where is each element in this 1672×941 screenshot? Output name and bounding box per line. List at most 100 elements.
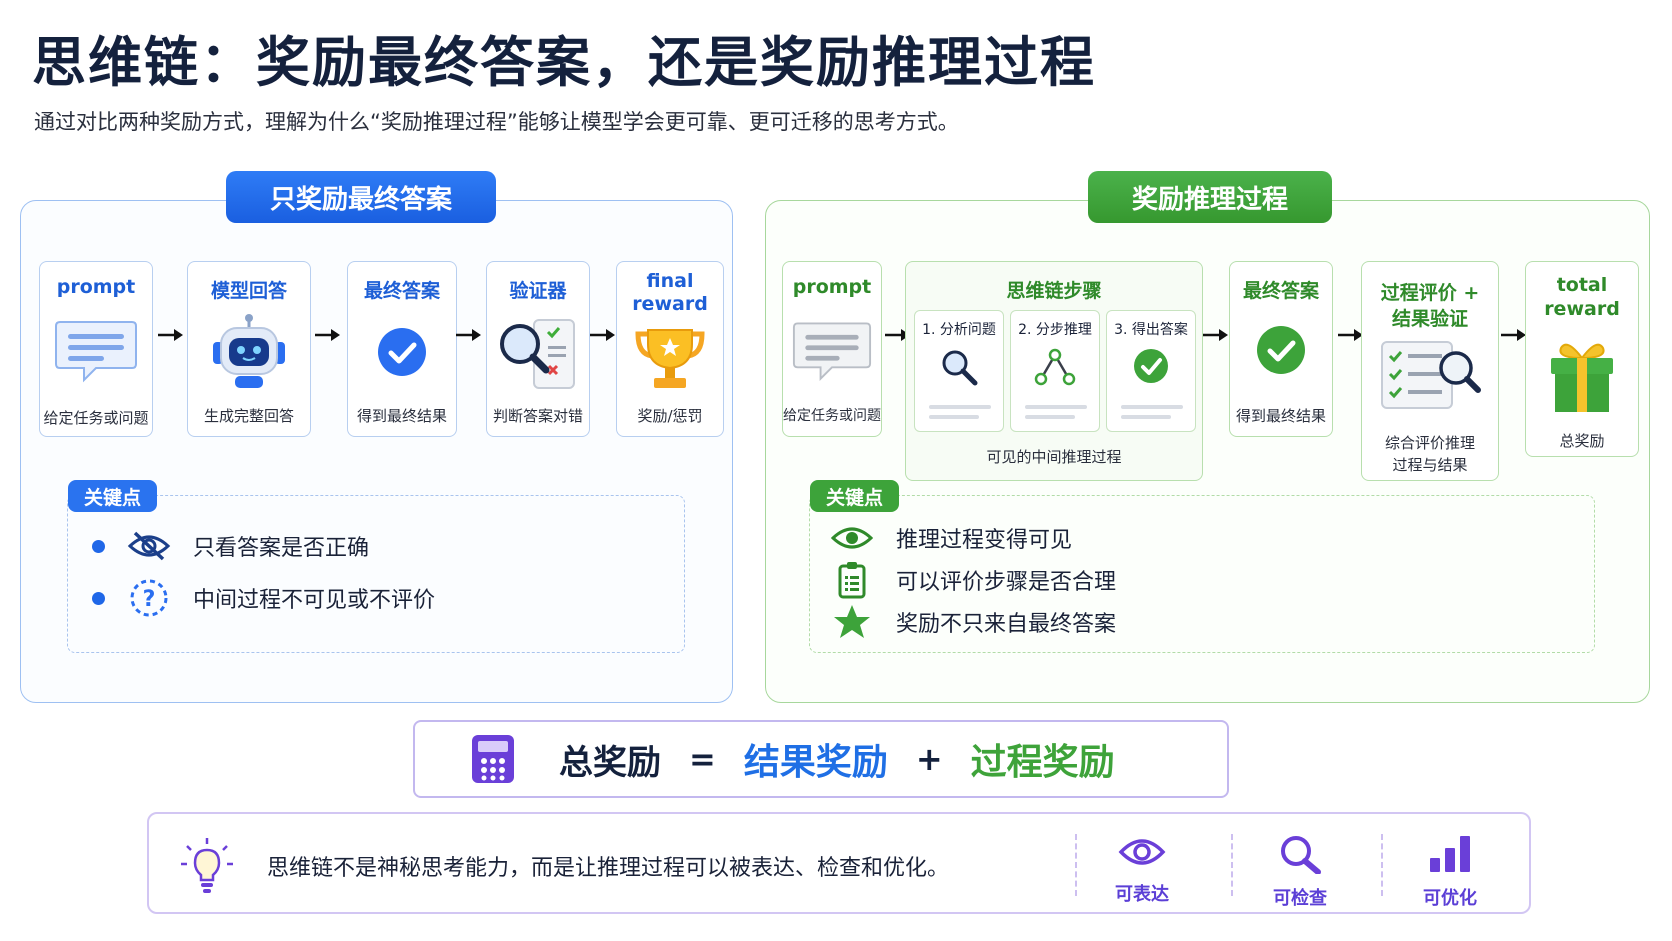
search-icon — [942, 350, 978, 386]
card-title: prompt — [792, 276, 872, 298]
feature-optimizable: 可优化 — [1385, 834, 1515, 910]
lightbulb-icon — [181, 838, 233, 893]
insight-text: 思维链不是神秘思考能力，而是让推理过程可以被表达、检查和优化。 — [267, 856, 950, 881]
arrow-right-icon — [315, 329, 340, 341]
trophy-icon — [635, 329, 705, 388]
arrow-right-icon — [456, 329, 481, 341]
feature-label: 可检查 — [1273, 888, 1327, 909]
key-point-item: 只看答案是否正确 — [92, 526, 369, 566]
card-title: 最终答案 — [363, 280, 440, 302]
card-final-answer: 最终答案 得到最终结果 — [347, 261, 457, 437]
card-prompt: prompt 给定任务或问题 — [782, 261, 882, 437]
search-icon — [1281, 836, 1321, 875]
key-point-item: 奖励不只来自最终答案 — [828, 602, 1116, 642]
card-caption: 给定任务或问题 — [43, 409, 149, 427]
card-title-line1: 过程评价 + — [1380, 282, 1480, 304]
step-answer: 3. 得出答案 — [1106, 310, 1196, 432]
formula-equals: = — [689, 740, 716, 778]
calculator-icon — [472, 735, 514, 783]
card-caption: 得到最终结果 — [1235, 407, 1326, 425]
card-caption: 判断答案对错 — [492, 407, 583, 425]
card-title: 最终答案 — [1242, 280, 1319, 302]
clipboard-list-icon — [838, 562, 866, 599]
card-title-line1: final — [646, 270, 694, 292]
card-caption: 得到最终结果 — [356, 407, 447, 425]
card-caption: 奖励/惩罚 — [637, 407, 703, 425]
arrow-right-icon — [1203, 329, 1228, 341]
card-final-answer: 最终答案 得到最终结果 — [1229, 261, 1333, 437]
eye-icon — [1118, 839, 1166, 865]
key-point-text: 只看答案是否正确 — [193, 536, 370, 561]
magnifier-checklist-icon — [500, 319, 575, 389]
card-model-answer: 模型回答 生成完整回答 — [187, 261, 311, 437]
card-title: 验证器 — [509, 280, 567, 302]
step-title: 3. 得出答案 — [1114, 322, 1188, 338]
key-point-text: 推理过程变得可见 — [896, 528, 1073, 553]
card-final-reward: final reward 奖励/惩罚 — [616, 261, 724, 437]
key-point-text: 奖励不只来自最终答案 — [896, 612, 1117, 637]
card-caption: 总奖励 — [1559, 432, 1605, 450]
panel-header-final-answer: 只奖励最终答案 — [226, 171, 496, 223]
branch-nodes-icon — [1034, 348, 1076, 386]
key-point-text: 中间过程不可见或不评价 — [193, 588, 436, 613]
card-total-reward: total reward 总奖励 — [1525, 261, 1639, 457]
card-verifier: 验证器 判断答案对错 — [486, 261, 590, 437]
card-title-line2: reward — [632, 293, 708, 315]
check-circle-icon — [378, 328, 426, 376]
card-title: 思维链步骤 — [1006, 280, 1102, 302]
gift-icon — [1551, 343, 1613, 412]
arrow-right-icon — [1338, 329, 1363, 341]
check-circle-icon — [1257, 326, 1305, 374]
feature-checkable: 可检查 — [1235, 834, 1365, 910]
card-process-evaluation: 过程评价 + 结果验证 综合评价推理 过程与结果 — [1361, 261, 1499, 481]
page-title: 思维链：奖励最终答案，还是奖励推理过程 — [32, 31, 1096, 94]
step-analyze: 1. 分析问题 — [914, 310, 1004, 432]
chat-bubble-icon — [792, 322, 872, 382]
check-circle-icon — [1134, 349, 1168, 383]
key-point-item: ? 中间过程不可见或不评价 — [92, 578, 435, 618]
panel-header-process: 奖励推理过程 — [1088, 171, 1332, 223]
card-prompt: prompt 给定任务或问题 — [39, 261, 153, 437]
star-icon — [834, 605, 870, 638]
insight-banner: 思维链不是神秘思考能力，而是让推理过程可以被表达、检查和优化。 可表达 可检查 … — [147, 812, 1531, 914]
key-points-box-right: 关键点 推理过程变得可见 可以评价步骤是否合理 — [809, 480, 1595, 653]
eye-icon — [831, 527, 873, 549]
bar-chart-icon — [1430, 836, 1470, 872]
step-title: 2. 分步推理 — [1018, 322, 1092, 338]
key-point-item: 推理过程变得可见 — [828, 518, 1072, 558]
card-caption-line1: 综合评价推理 — [1384, 434, 1475, 452]
arrow-right-icon — [1501, 329, 1526, 341]
checklist-magnifier-icon — [1381, 341, 1481, 409]
key-points-box-left: 关键点 只看答案是否正确 ? 中间过程不可见或不评价 — [67, 480, 685, 653]
robot-icon — [213, 314, 285, 388]
formula-outcome-reward: 结果奖励 — [743, 742, 888, 783]
bullet-dot — [92, 591, 105, 605]
card-title: prompt — [56, 276, 136, 298]
eye-off-icon — [127, 531, 171, 561]
card-caption: 生成完整回答 — [203, 407, 294, 425]
panel-final-answer-reward: 只奖励最终答案 prompt 给定任务或问题 模型回答 生成完整回答 — [20, 171, 733, 703]
card-caption-line2: 过程与结果 — [1392, 456, 1468, 474]
formula-plus: + — [915, 740, 943, 778]
panel-process-reward: 奖励推理过程 prompt 给定任务或问题 思维链步骤 1. 分析问题 2. 分… — [765, 171, 1650, 703]
arrow-right-icon — [590, 329, 615, 341]
chat-bubble-icon — [55, 321, 137, 383]
reward-formula: 总奖励 = 结果奖励 + 过程奖励 — [413, 720, 1229, 798]
formula-process-reward: 过程奖励 — [970, 742, 1115, 783]
arrow-right-icon — [158, 329, 183, 341]
feature-label: 可优化 — [1423, 888, 1477, 909]
card-title-line2: 结果验证 — [1391, 308, 1468, 330]
card-title-line1: total — [1556, 274, 1608, 296]
page-subtitle: 通过对比两种奖励方式，理解为什么“奖励推理过程”能够让模型学会更可靠、更可迁移的… — [34, 110, 959, 134]
key-point-item: 可以评价步骤是否合理 — [828, 560, 1116, 600]
key-points-tag: 关键点 — [68, 480, 158, 512]
bullet-dot — [92, 539, 105, 553]
step-title: 1. 分析问题 — [922, 322, 996, 338]
card-title: 模型回答 — [210, 280, 287, 302]
card-caption: 可见的中间推理过程 — [986, 448, 1122, 466]
card-caption: 给定任务或问题 — [783, 408, 881, 424]
formula-total: 总奖励 — [559, 742, 661, 783]
key-point-text: 可以评价步骤是否合理 — [896, 570, 1117, 595]
card-chain-of-thought: 思维链步骤 1. 分析问题 2. 分步推理 3. 得出答案 — [905, 261, 1203, 481]
feature-label: 可表达 — [1115, 884, 1169, 905]
